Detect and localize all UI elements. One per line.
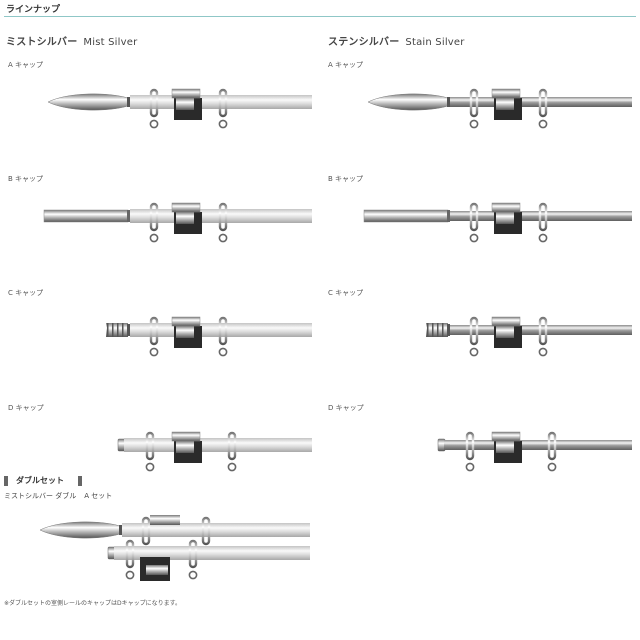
curtain-rod-stain-b — [363, 202, 632, 243]
curtain-rod-stain-c — [426, 316, 632, 357]
curtain-rod-mist-b — [43, 202, 312, 243]
rod-bracket — [171, 88, 202, 120]
finial-cap-a — [47, 93, 131, 111]
column-name-en: Mist Silver — [83, 37, 138, 48]
curtain-ring — [218, 88, 228, 129]
curtain-ring — [538, 88, 548, 129]
finial-cap-d — [437, 438, 446, 452]
variant-label: D キャップ — [8, 404, 44, 412]
curtain-ring — [538, 202, 548, 243]
curtain-ring — [188, 539, 198, 580]
curtain-ring — [465, 431, 475, 472]
curtain-ring — [218, 316, 228, 357]
rod-bracket — [491, 431, 522, 463]
curtain-ring — [538, 316, 548, 357]
finial-cap-a — [367, 93, 451, 111]
rod-pipe-back — [122, 523, 310, 537]
finial-cap-b — [363, 209, 450, 223]
rod-bracket — [171, 202, 202, 234]
curtain-ring — [145, 431, 155, 472]
variant-label: B キャップ — [328, 175, 364, 183]
rod-pipe — [124, 438, 312, 452]
variant-label: B キャップ — [8, 175, 44, 183]
column-header-mist: ミストシルバー Mist Silver — [6, 33, 137, 48]
finial-cap-a — [39, 521, 123, 539]
variant-label: A キャップ — [8, 61, 44, 69]
column-name-en: Stain Silver — [405, 37, 465, 48]
curtain-rod-stain-d — [437, 431, 632, 472]
curtain-rod-mist-a — [47, 88, 312, 129]
rod-bracket — [171, 431, 202, 463]
curtain-ring — [125, 539, 135, 580]
curtain-ring — [469, 202, 479, 243]
finial-cap-c — [106, 323, 130, 337]
curtain-ring — [149, 88, 159, 129]
rod-bracket — [491, 316, 522, 348]
rod-bracket — [491, 88, 522, 120]
title-divider — [4, 16, 636, 17]
variant-label: A キャップ — [328, 61, 364, 69]
column-header-stain: ステンシルバー Stain Silver — [328, 33, 465, 48]
finial-cap-c — [426, 323, 450, 337]
header-bar — [78, 475, 82, 486]
curtain-rod-mist-c — [106, 316, 312, 357]
variant-label: C キャップ — [8, 289, 44, 297]
variant-label: C キャップ — [328, 289, 364, 297]
variant-label: D キャップ — [328, 404, 364, 412]
curtain-rod-double-set — [39, 515, 310, 581]
curtain-ring — [149, 202, 159, 243]
double-set-finish: ミストシルバー ダブル — [4, 492, 77, 500]
double-set-subtitle: ミストシルバー ダブル A セット — [4, 491, 112, 501]
rod-bracket — [491, 202, 522, 234]
curtain-ring — [469, 88, 479, 129]
curtain-ring — [149, 316, 159, 357]
curtain-ring — [547, 431, 557, 472]
curtain-ring — [218, 202, 228, 243]
double-bracket — [140, 515, 180, 581]
rod-bracket — [171, 316, 202, 348]
footnote: ※ダブルセットの室側レールのキャップはDキャップになります。 — [4, 600, 182, 607]
double-set-header: ダブルセット — [4, 475, 82, 486]
finial-cap-d — [107, 546, 116, 560]
curtain-ring — [469, 316, 479, 357]
double-set-title: ダブルセット — [16, 476, 64, 485]
finial-cap-d — [117, 438, 126, 452]
column-name-ja: ミストシルバー — [6, 37, 78, 48]
finial-cap-b — [43, 209, 130, 223]
header-bar — [4, 475, 8, 486]
curtain-rod-stain-a — [367, 88, 632, 129]
curtain-rod-mist-d — [117, 431, 312, 472]
double-set-type: A セット — [84, 492, 113, 500]
rod-pipe-front — [114, 546, 310, 560]
curtain-ring — [227, 431, 237, 472]
column-name-ja: ステンシルバー — [328, 37, 400, 48]
section-title: ラインナップ — [6, 5, 61, 15]
rod-pipe — [444, 440, 632, 450]
